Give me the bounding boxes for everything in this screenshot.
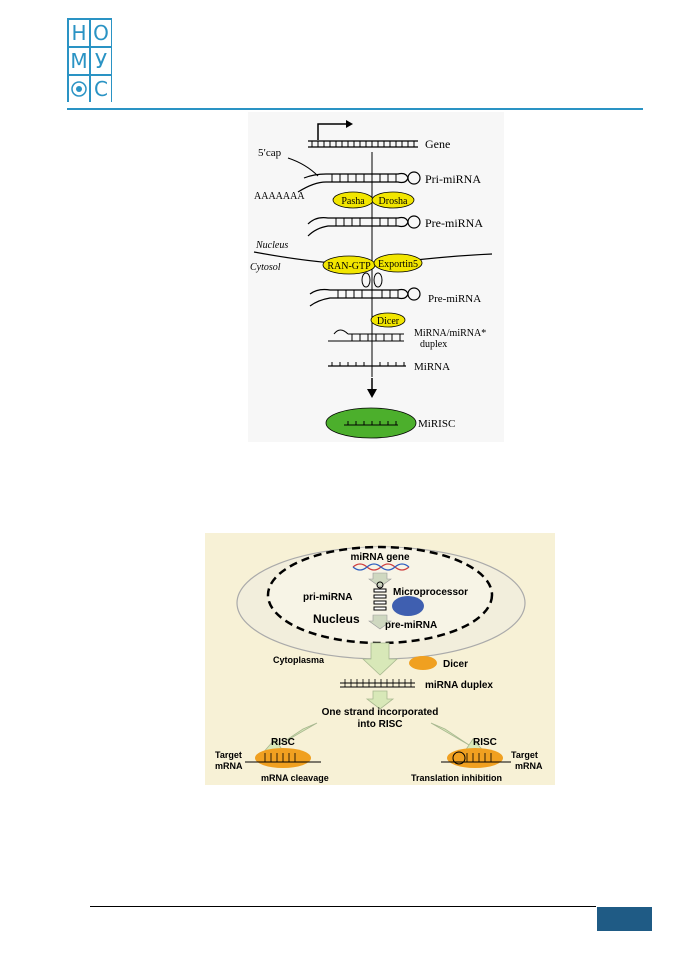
label-mirna-duplex: miRNA duplex: [425, 680, 493, 691]
header-rule: [67, 108, 643, 110]
label-pasha: Pasha: [341, 196, 365, 207]
dicer-oval: [370, 312, 406, 328]
label-pri-mirna: Pri-miRNA: [425, 172, 481, 186]
exportin-oval: [373, 253, 423, 273]
label-duplex-1: MiRNA/miRNA*: [414, 328, 486, 339]
label-mirna-gene: miRNA gene: [350, 552, 410, 563]
logo-letter-n: Н: [69, 20, 89, 46]
footer-rule: [90, 906, 596, 907]
label-target-left-1: Target: [215, 750, 242, 760]
label-translation-inhibition: Translation inhibition: [411, 773, 502, 783]
drosha-oval: [371, 191, 415, 209]
logo-emblem: [69, 76, 89, 102]
label-mirna: MiRNA: [414, 361, 450, 373]
label-pre-mirna-2: Pre-miRNA: [428, 293, 481, 305]
label-drosha: Drosha: [379, 196, 408, 207]
label-pre-mirna: pre-miRNA: [385, 620, 437, 631]
logo-letter-m: М: [69, 48, 89, 74]
label-dicer: Dicer: [377, 316, 400, 327]
dicer-oval: [409, 656, 437, 670]
label-nucleus: Nucleus: [255, 240, 288, 251]
mirisc-oval: [325, 407, 417, 439]
logo: Н О М У С: [67, 18, 112, 102]
label-pri-mirna: pri-miRNA: [303, 592, 352, 603]
emblem-icon: [71, 81, 87, 97]
label-duplex-2: duplex: [420, 339, 447, 350]
label-polya: AAAAAAA: [254, 191, 305, 202]
label-risc-right: RISC: [473, 737, 497, 748]
label-pre-mirna-1: Pre-miRNA: [425, 216, 483, 230]
page-number-box: [597, 907, 652, 931]
figure-mirna-pathway: miRNA gene pri-miRNA Microprocessor Nucl…: [205, 533, 555, 785]
risc-right-oval: [447, 748, 503, 768]
label-cytoplasma: Cytoplasma: [273, 655, 325, 665]
label-5cap: 5′cap: [258, 147, 282, 159]
label-target-right-2: mRNA: [515, 761, 543, 771]
label-target-left-2: mRNA: [215, 761, 243, 771]
microprocessor-oval: [392, 596, 424, 616]
label-target-right-1: Target: [511, 750, 538, 760]
label-microprocessor: Microprocessor: [393, 587, 468, 598]
label-mirisc: MiRISC: [418, 418, 455, 430]
label-ran-gtp: RAN-GTP: [327, 261, 371, 272]
label-strand-2: into RISC: [358, 719, 403, 730]
label-risc-left: RISC: [271, 737, 295, 748]
arrow-to-duplex: [361, 642, 399, 676]
label-dicer: Dicer: [443, 659, 468, 670]
label-exportin5: Exportin5: [378, 259, 418, 270]
label-cytosol: Cytosol: [250, 262, 281, 273]
label-strand-1: One strand incorporated: [322, 707, 439, 718]
logo-letter-s: С: [91, 76, 111, 102]
label-nucleus: Nucleus: [313, 612, 360, 626]
logo-letter-o: О: [91, 20, 111, 46]
figure-mirna-biogenesis: Gene 5′cap AAAAAAA Pri-miRNA Pasha Drosh…: [248, 112, 504, 442]
label-mrna-cleavage: mRNA cleavage: [261, 773, 329, 783]
logo-letter-u: У: [91, 48, 111, 74]
label-gene: Gene: [425, 137, 450, 151]
